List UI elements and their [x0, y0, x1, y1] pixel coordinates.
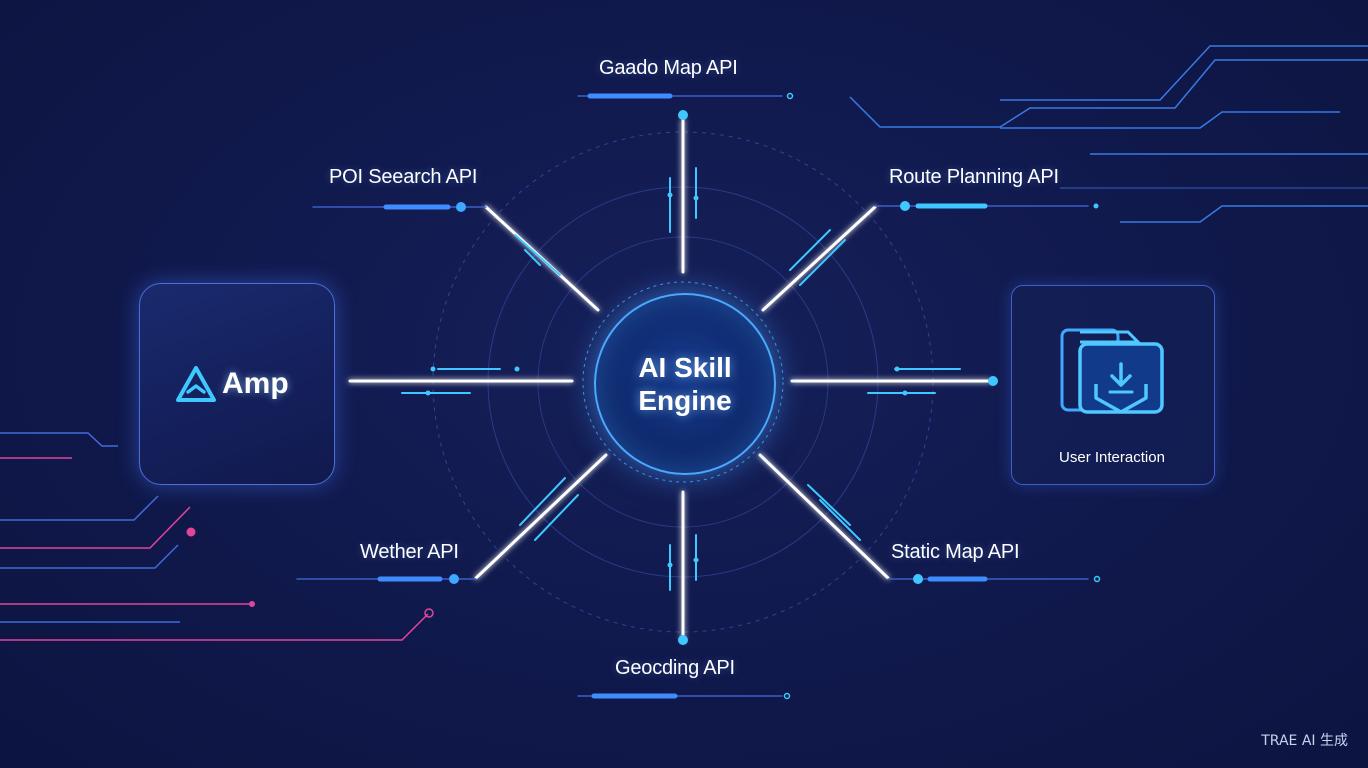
- circuit-nodes-left: [186, 527, 434, 618]
- circuit-traces-top-right: [849, 45, 1368, 223]
- api-label-geocoding[interactable]: Geocding API: [615, 657, 735, 679]
- api-label-route-planning[interactable]: Route Planning API: [889, 166, 1059, 188]
- api-underlines: [296, 92, 1101, 700]
- api-label-static-map[interactable]: Static Map API: [891, 541, 1020, 563]
- api-label-poi-search[interactable]: POI Seearch API: [329, 166, 478, 188]
- api-label-weather[interactable]: Wether API: [360, 541, 459, 563]
- api-label-gaado-map[interactable]: Gaado Map API: [599, 57, 738, 79]
- amp-logo: Amp: [174, 364, 289, 404]
- user-interaction-label: User Interaction: [1059, 449, 1165, 466]
- ai-skill-engine-hub[interactable]: AI Skill Engine: [594, 293, 776, 475]
- amp-name: Amp: [222, 367, 289, 400]
- spokes: [348, 118, 992, 642]
- user-interaction-icon: [1060, 328, 1164, 414]
- amp-card[interactable]: [139, 283, 335, 485]
- circuit-traces-left: [0, 432, 429, 641]
- spoke-ticks: [401, 167, 961, 591]
- amp-logo-icon: [176, 366, 216, 402]
- engine-title: AI Skill Engine: [638, 352, 732, 416]
- spoke-dots: [425, 110, 998, 645]
- watermark: TRAE AI 生成: [1261, 733, 1348, 749]
